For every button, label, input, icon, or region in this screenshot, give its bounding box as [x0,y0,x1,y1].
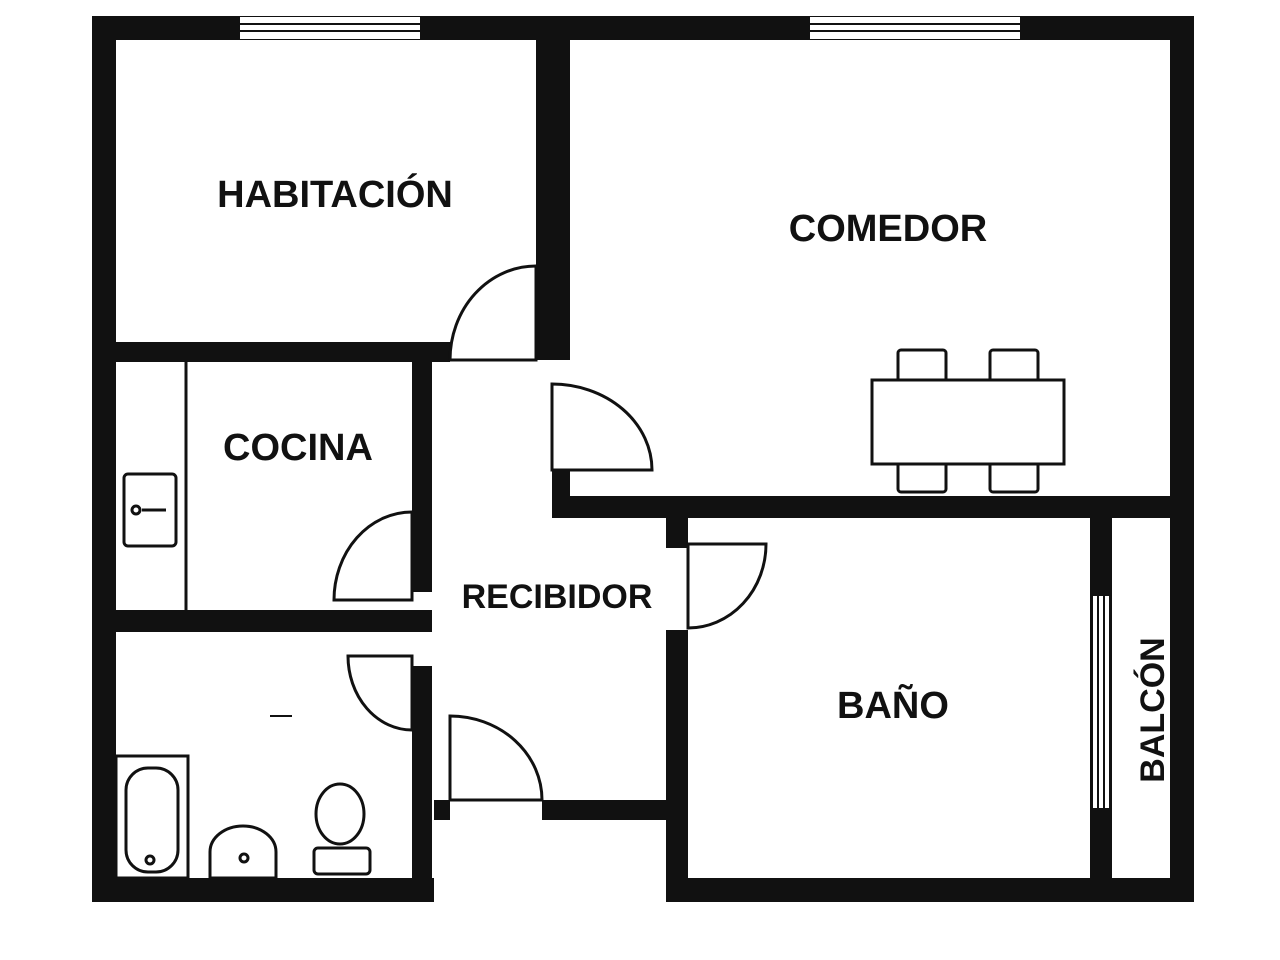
wall-entrance-stub [434,800,450,820]
door-bano [686,542,768,630]
door-entrance [448,714,544,802]
bathtub-drain-icon [144,854,156,866]
wall-cocina-right [412,362,432,592]
wall-habitacion-bottom [116,342,450,362]
wall-bath-right-lower [416,730,432,880]
dining-table-icon [870,378,1066,466]
room-label-recibidor: RECIBIDOR [462,578,653,616]
window-balcon [1093,596,1109,808]
room-label-cocina: COCINA [223,427,373,469]
door-habitacion [448,264,538,362]
wall-outer-left [92,16,116,902]
bathtub-inner [124,766,180,874]
room-label-comedor: COMEDOR [789,208,987,250]
washbasin-drain-icon [238,852,250,864]
sink-icon [122,472,178,548]
wall-habitacion-comedor [536,40,570,360]
windows [240,17,1109,808]
door-comedor [550,382,654,472]
wall-recibidor-bottom [542,800,666,820]
washbasin-icon [208,824,278,880]
toilet-tank-icon [314,782,366,846]
window-habitacion [240,17,420,39]
door-cocina [332,510,414,602]
wall-bano-left-lower [666,630,688,880]
wall-cocina-bottom [116,610,432,632]
wall-outer-bottom-right [666,878,1194,902]
wall-bano-left-upper [666,518,688,548]
wall-outer-right [1170,16,1194,902]
dining-set [870,348,1066,494]
bathroom-fixtures [114,715,372,880]
toilet-bowl-icon [312,846,372,876]
room-label-habitacion: HABITACIÓN [217,172,453,216]
doors [332,264,768,802]
wall-outer-bottom-left [92,878,434,902]
window-comedor [810,17,1020,39]
door-bath-arc [346,654,414,732]
sink-drain-icon [130,504,142,516]
kitchen-fixtures [122,362,188,610]
room-label-bano: BAÑO [837,683,949,727]
wall-comedor-bottom [552,496,1170,518]
room-label-balcon: BALCÓN [1134,637,1172,782]
